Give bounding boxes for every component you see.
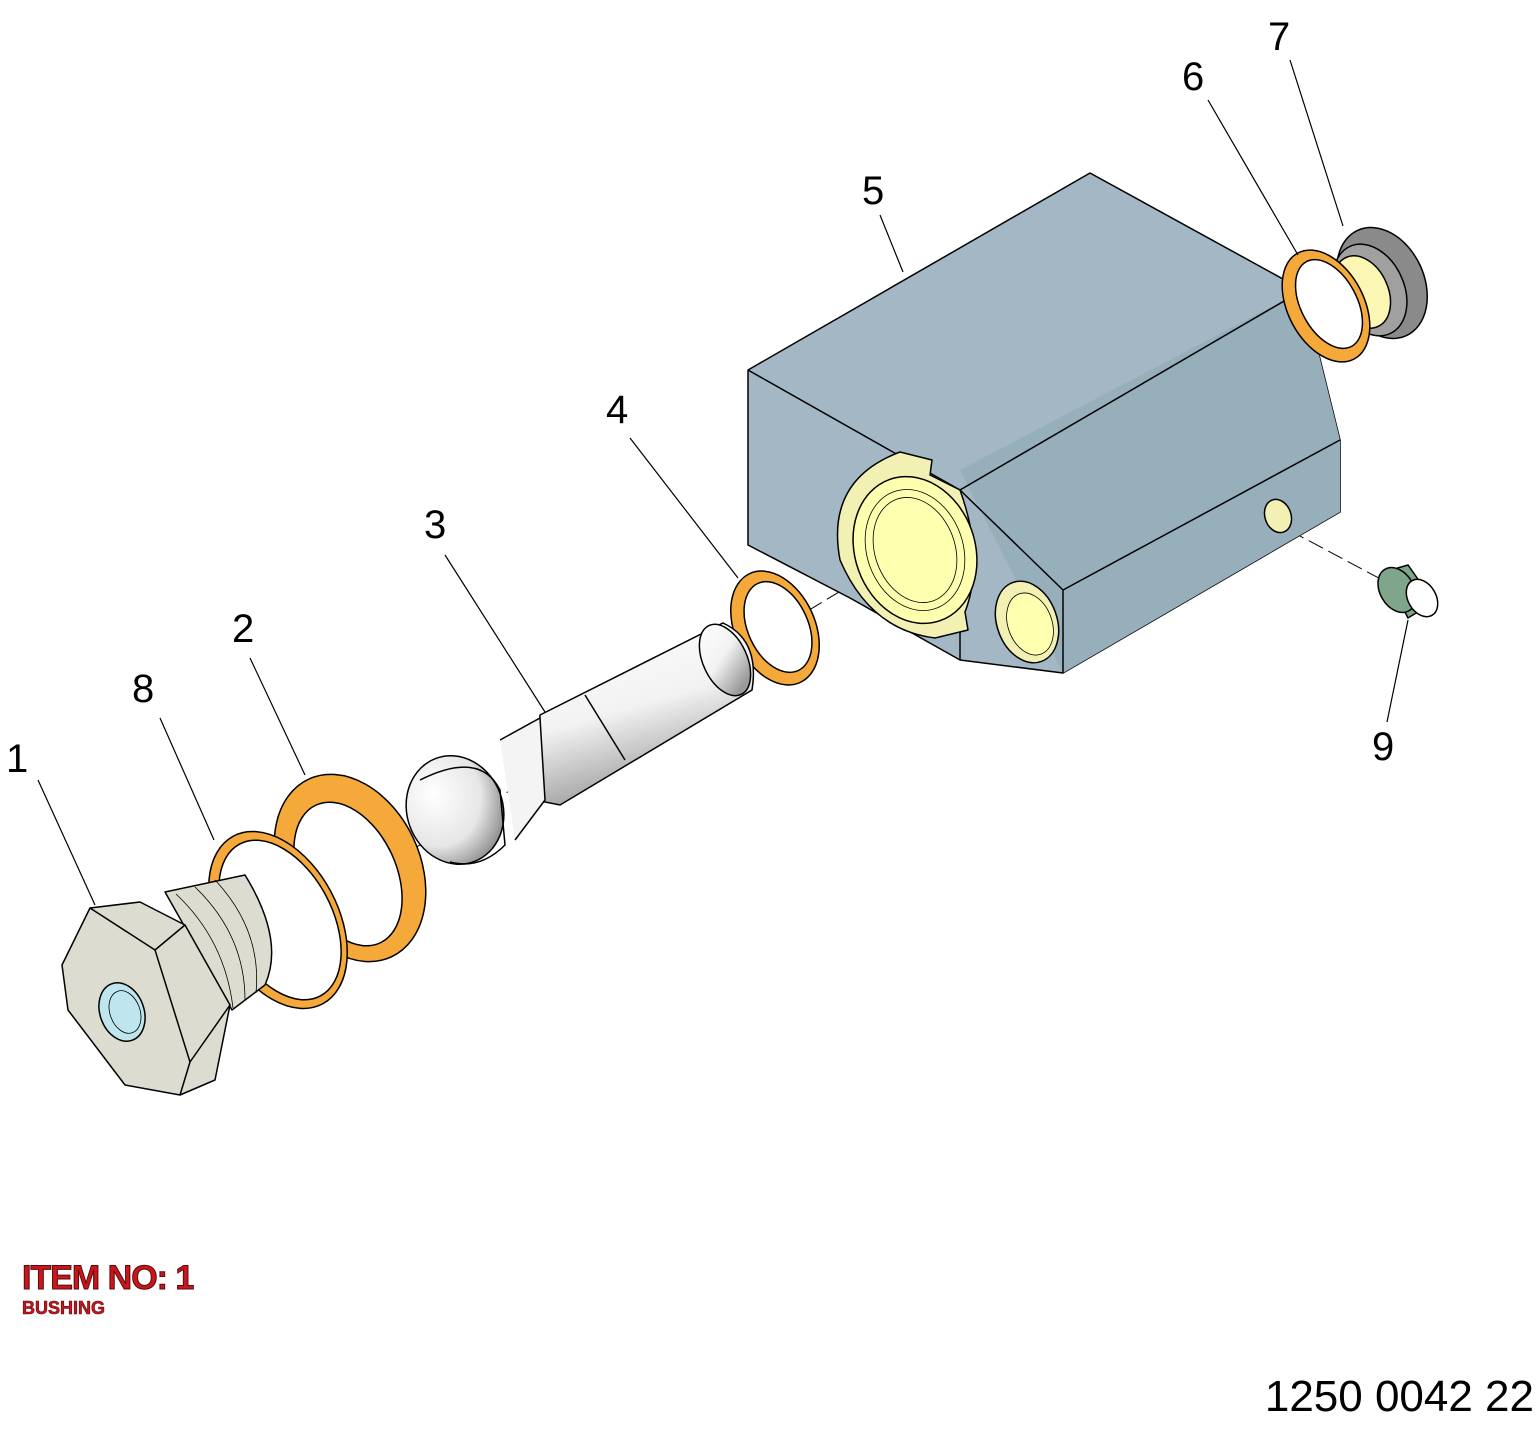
seal-ring-4: [730, 570, 820, 686]
callout-3: 3: [424, 503, 446, 547]
callout-7: 7: [1268, 15, 1290, 59]
leader-lines: [37, 59, 1409, 906]
callout-4: 4: [606, 388, 628, 432]
piston-part: [405, 622, 755, 865]
item-number-label: ITEM NO: 1: [21, 1259, 194, 1297]
callout-5: 5: [862, 169, 884, 213]
callout-1: 1: [6, 737, 28, 781]
bushing-part: [61, 874, 273, 1096]
callout-8: 8: [132, 667, 154, 711]
item-name-label: BUSHING: [22, 1298, 106, 1319]
callout-9: 9: [1372, 725, 1394, 769]
drawing-number: 1250 0042 22: [1264, 1372, 1534, 1421]
callout-6: 6: [1182, 55, 1204, 99]
callout-labels: 1 2 3 4 5 6 7 8 9: [6, 15, 1394, 781]
callout-2: 2: [232, 607, 254, 651]
seal-ring-6: [1281, 249, 1371, 363]
valve-block: [747, 172, 1341, 674]
plug-part: [1377, 564, 1439, 620]
